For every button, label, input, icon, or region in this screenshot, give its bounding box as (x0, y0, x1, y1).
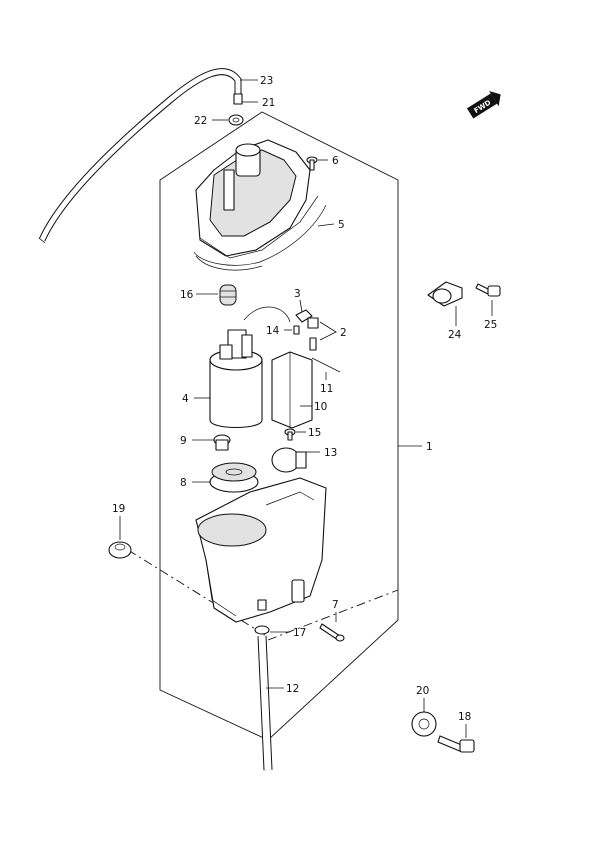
part-10-bracket (271, 351, 313, 429)
part-25-bolt (475, 283, 501, 297)
part-17-clip (254, 625, 270, 635)
callout-9: 9 (180, 435, 187, 447)
part-3-clip (295, 309, 313, 323)
callout-5: 5 (338, 219, 345, 231)
callout-20: 20 (416, 685, 429, 697)
part-24-clamp (427, 281, 463, 307)
callout-13: 13 (324, 447, 337, 459)
callout-18: 18 (458, 711, 471, 723)
callout-4: 4 (182, 393, 189, 405)
callout-16: 16 (180, 289, 194, 301)
callout-labels: 1 2 3 4 5 6 7 8 9 10 11 12 13 14 15 16 1… (112, 75, 497, 723)
part-4-fuel-pump (209, 306, 291, 428)
callout-6: 6 (332, 155, 339, 167)
part-11-lead (311, 357, 341, 373)
part-1-housing (195, 477, 327, 623)
callout-23: 23 (260, 75, 273, 87)
part-5-cover (193, 139, 327, 271)
callout-2: 2 (340, 327, 347, 339)
forward-direction-badge: FWD (466, 90, 501, 119)
callout-14: 14 (266, 325, 280, 337)
callout-7: 7 (332, 599, 339, 611)
part-14-screw (293, 325, 300, 335)
callout-15: 15 (308, 427, 321, 439)
part-15-screw (284, 428, 296, 441)
callout-24: 24 (448, 329, 462, 341)
callout-8: 8 (180, 477, 187, 489)
part-18-bolt (437, 735, 475, 753)
callout-21: 21 (262, 97, 275, 109)
callout-11: 11 (320, 383, 333, 395)
part-19-grommet (108, 541, 132, 559)
part-13-regulator (271, 447, 307, 473)
part-2-terminals (307, 317, 319, 351)
callout-17: 17 (293, 627, 306, 639)
part-7-screw (319, 623, 345, 642)
part-8-holder (209, 462, 259, 493)
callout-1: 1 (426, 441, 433, 453)
callout-12: 12 (286, 683, 299, 695)
callout-25: 25 (484, 319, 497, 331)
part-23-hose (38, 68, 242, 244)
callout-10: 10 (314, 401, 327, 413)
part-20-grommet (411, 711, 437, 737)
part-12-hose (257, 635, 273, 771)
leader-lines (119, 79, 493, 738)
callout-22: 22 (194, 115, 207, 127)
part-6-screw (306, 156, 318, 171)
part-22-clip (228, 114, 244, 126)
callout-3: 3 (294, 288, 301, 300)
part-21-connector (233, 93, 243, 105)
part-9-filter (213, 434, 231, 451)
part-16-hose (219, 284, 237, 306)
callout-19: 19 (112, 503, 125, 515)
